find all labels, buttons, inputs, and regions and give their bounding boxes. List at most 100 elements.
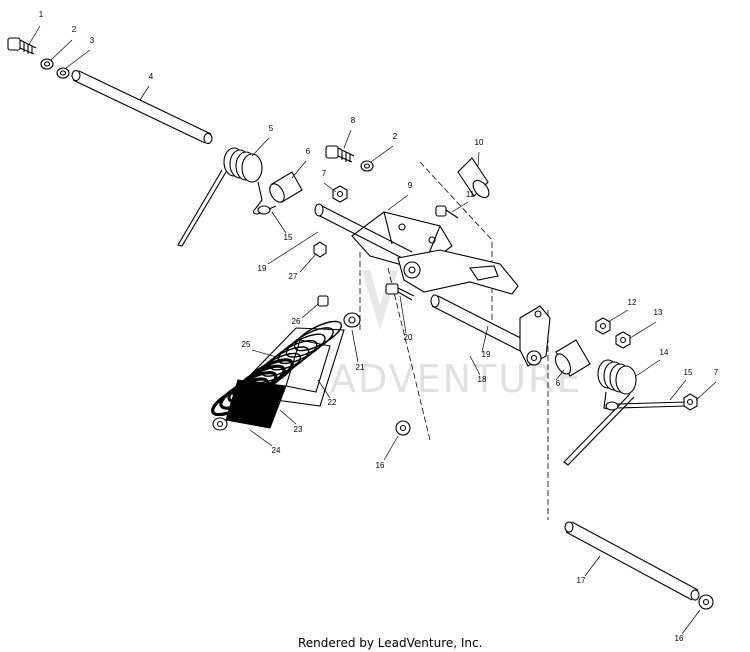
part-26-bushing bbox=[317, 295, 329, 307]
callout-6: 6 bbox=[556, 379, 561, 388]
callout-12: 12 bbox=[628, 298, 637, 307]
part-15-eyebolt bbox=[605, 401, 687, 411]
callout-1: 1 bbox=[39, 10, 44, 19]
callout-16: 16 bbox=[376, 461, 385, 470]
part-20-bolt bbox=[385, 283, 415, 301]
part-7-nut-b bbox=[683, 393, 698, 411]
callout-15: 15 bbox=[284, 233, 293, 242]
spring-coil bbox=[277, 333, 326, 365]
callout-leader bbox=[139, 85, 150, 101]
part-24-shock-eye bbox=[212, 417, 228, 431]
part-1-bolt bbox=[7, 37, 37, 55]
callout-leader bbox=[279, 409, 297, 425]
callout-leader bbox=[267, 231, 319, 265]
callout-25: 25 bbox=[242, 340, 251, 349]
part-16-washer-b bbox=[698, 594, 714, 610]
callout-4: 4 bbox=[149, 72, 154, 81]
part-13-nut bbox=[615, 331, 631, 349]
callout-22: 22 bbox=[328, 398, 337, 407]
callout-leader bbox=[50, 39, 73, 61]
callout-19: 19 bbox=[482, 350, 491, 359]
watermark-text: ADVENTURE bbox=[330, 357, 582, 401]
callout-leader bbox=[343, 129, 352, 149]
part-2-washer-b bbox=[360, 160, 374, 172]
callout-leader bbox=[383, 435, 399, 461]
callout-leader bbox=[317, 379, 331, 399]
callout-leader bbox=[271, 211, 287, 234]
part-16-washer bbox=[395, 420, 411, 436]
callout-leader bbox=[681, 609, 701, 635]
callout-leader bbox=[65, 49, 91, 69]
callout-leader bbox=[351, 329, 359, 363]
callout-14: 14 bbox=[660, 348, 669, 357]
callout-5: 5 bbox=[269, 124, 274, 133]
callout-13: 13 bbox=[654, 308, 663, 317]
part-18-lower-shaft bbox=[430, 294, 551, 367]
callout-leader bbox=[387, 194, 409, 211]
callout-leader bbox=[469, 355, 481, 376]
callout-24: 24 bbox=[272, 446, 281, 455]
callout-leader bbox=[399, 295, 407, 334]
callout-leader bbox=[27, 25, 41, 47]
callout-7: 7 bbox=[714, 368, 719, 377]
part-23-shock-body bbox=[225, 339, 331, 429]
part-14-torsion-spring bbox=[563, 359, 637, 466]
part-27-nut bbox=[313, 241, 327, 258]
callout-leader bbox=[669, 379, 687, 401]
callout-leader bbox=[323, 182, 337, 193]
callout-18: 18 bbox=[478, 375, 487, 384]
part-11-bolt bbox=[435, 205, 459, 219]
part-19-shaft bbox=[314, 203, 413, 261]
callout-leader bbox=[584, 555, 601, 577]
callout-11: 11 bbox=[466, 190, 475, 199]
callout-23: 23 bbox=[294, 425, 303, 434]
part-10-spacer bbox=[457, 157, 490, 199]
part-2-washer bbox=[40, 58, 54, 70]
callout-15: 15 bbox=[684, 368, 693, 377]
callout-20: 20 bbox=[404, 333, 413, 342]
callout-leader bbox=[301, 303, 319, 319]
part-3-lockwasher bbox=[56, 67, 70, 79]
part-7-nut bbox=[332, 185, 348, 203]
callout-leader bbox=[629, 321, 657, 339]
callout-leader bbox=[695, 381, 717, 401]
part-12-nut bbox=[595, 317, 611, 335]
callout-leader bbox=[299, 253, 317, 273]
callout-26: 26 bbox=[292, 317, 301, 326]
callout-17: 17 bbox=[577, 576, 586, 585]
callout-19: 19 bbox=[258, 264, 267, 273]
callout-leader bbox=[635, 359, 661, 377]
callout-6: 6 bbox=[306, 147, 311, 156]
part-4-rod bbox=[71, 69, 213, 145]
part-21-shock-eye bbox=[343, 312, 361, 328]
callout-7: 7 bbox=[322, 169, 327, 178]
callout-9: 9 bbox=[408, 181, 413, 190]
callout-2: 2 bbox=[393, 132, 398, 141]
callout-10: 10 bbox=[475, 138, 484, 147]
callout-16: 16 bbox=[675, 634, 684, 643]
callout-leader bbox=[370, 145, 394, 163]
callout-2: 2 bbox=[72, 25, 77, 34]
callout-leader bbox=[481, 325, 489, 353]
footer-credit: Rendered by LeadVenture, Inc. bbox=[298, 636, 482, 650]
callout-27: 27 bbox=[289, 272, 298, 281]
callout-leader bbox=[251, 349, 281, 359]
part-8-bolt bbox=[325, 145, 355, 163]
part-17-rod bbox=[564, 521, 700, 601]
upper-arm-assembly bbox=[397, 249, 519, 295]
part-6-bushing-b bbox=[554, 339, 591, 377]
spring-coil bbox=[269, 339, 318, 371]
callout-leader bbox=[249, 429, 273, 447]
callout-leader bbox=[291, 160, 307, 179]
callout-leader bbox=[607, 309, 629, 323]
callout-8: 8 bbox=[351, 116, 356, 125]
callout-labels: 1234582671091115192726202521222324121314… bbox=[39, 10, 719, 643]
part-5-torsion-spring bbox=[177, 147, 277, 247]
callout-leaders bbox=[27, 25, 717, 635]
callout-leader bbox=[451, 201, 469, 213]
callout-21: 21 bbox=[356, 363, 365, 372]
part-6-bushing bbox=[269, 171, 303, 203]
callout-leader bbox=[251, 137, 270, 157]
assembly-lines bbox=[359, 161, 549, 520]
